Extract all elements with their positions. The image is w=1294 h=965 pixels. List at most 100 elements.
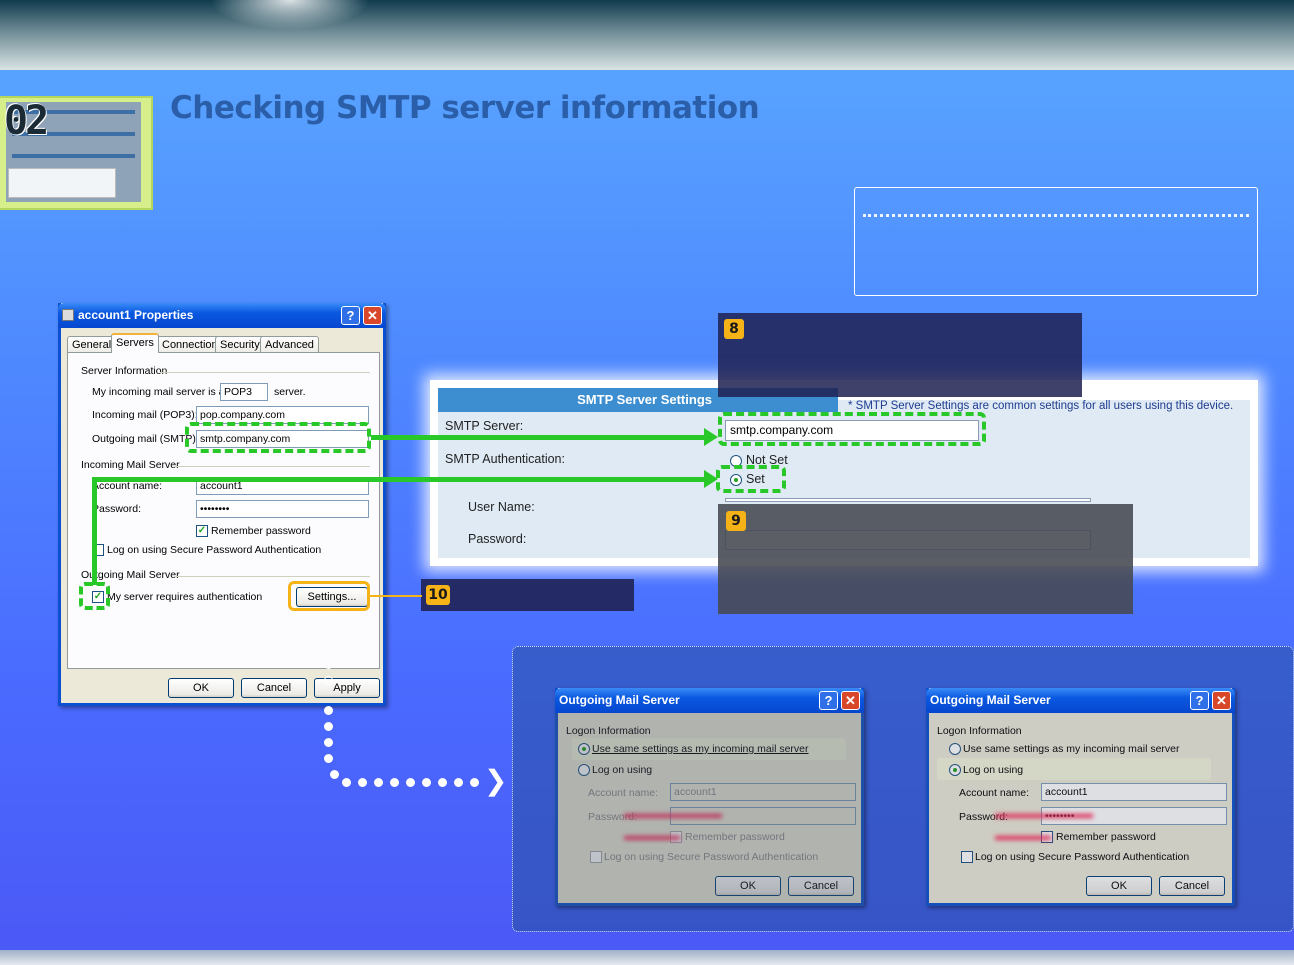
thumbnail-bar [12,132,135,136]
incoming-type-field[interactable]: POP3 [220,383,268,401]
path-dot [390,778,399,787]
remember-password-label: Remember password [1056,831,1156,843]
path-dot [324,612,333,621]
top-banner [0,0,1294,70]
spa-checkbox[interactable] [961,851,973,863]
step-number: 02 [4,98,49,144]
use-same-label: Use same settings as my incoming mail se… [963,743,1180,755]
remember-password-checkbox[interactable] [670,831,682,843]
account-name-input[interactable]: account1 [1041,783,1227,801]
path-dot [324,738,333,747]
properties-titlebar: account1 Properties ? ✕ [58,303,386,328]
callout-9 [718,504,1133,614]
outgoing-smtp-input[interactable]: smtp.company.com [196,430,369,448]
remember-password-label: Remember password [685,831,785,843]
tab-servers[interactable]: Servers [111,333,159,353]
log-on-using-label: Log on using [963,764,1024,776]
use-same-radio[interactable] [949,743,961,755]
tab-connection[interactable]: Connection [157,336,223,353]
arrow-right-icon [704,428,718,446]
path-dot [330,770,339,779]
account-name-label: Account name: [92,480,163,492]
log-on-using-label: Log on using [592,764,653,776]
not-set-label: Not Set [746,453,788,467]
group-divider [174,466,370,467]
remember-password-checkbox[interactable]: ✓ [196,525,208,537]
cancel-button[interactable]: Cancel [1159,876,1225,896]
user-name-input[interactable] [725,498,1091,502]
ok-button[interactable]: OK [168,678,234,698]
path-dot [358,778,367,787]
step-badge-8: 8 [724,319,744,339]
password-input[interactable]: •••••••• [196,500,369,518]
user-name-label: User Name: [468,500,535,514]
help-icon[interactable]: ? [819,691,838,710]
spa-checkbox[interactable] [590,851,602,863]
spa-label: Log on using Secure Password Authenticat… [107,544,322,556]
group-server-info: Server Information [81,365,168,377]
smtp-server-input[interactable]: smtp.company.com [725,420,979,441]
password-label: Password: [588,811,638,823]
tab-advanced[interactable]: Advanced [260,336,319,353]
account-name-input[interactable]: account1 [670,783,856,801]
path-dot [422,778,431,787]
log-on-using-radio[interactable] [578,764,590,776]
path-dot [342,778,351,787]
group-incoming-server: Incoming Mail Server [81,459,180,471]
password-label: Password: [959,811,1009,823]
path-dot [324,660,333,669]
help-icon[interactable]: ? [1190,691,1209,710]
connector-line [92,477,97,585]
chevron-right-icon: ❯ [484,764,508,797]
ok-button[interactable]: OK [1086,876,1152,896]
dialog-title: account1 Properties [78,308,194,322]
smtp-settings-note: * SMTP Server Settings are common settin… [848,400,1234,412]
password-input[interactable]: •••••••• [1041,807,1227,825]
account-name-label: Account name: [959,787,1030,799]
close-icon[interactable]: ✕ [363,306,382,325]
cancel-button[interactable]: Cancel [241,678,307,698]
connector-line [371,435,706,440]
remember-password-label: Remember password [211,525,311,537]
help-icon[interactable]: ? [341,306,360,325]
tab-security[interactable]: Security [215,336,265,353]
path-dot [406,778,415,787]
step-badge-9: 9 [726,511,746,531]
smtp-server-label: SMTP Server: [445,419,524,433]
use-same-label: Use same settings as my incoming mail se… [592,743,809,755]
password-input[interactable] [670,807,856,825]
log-on-using-radio[interactable] [949,764,961,776]
smtp-header-text: SMTP Server Settings [577,392,712,407]
callout-8 [718,313,1082,397]
selection-highlight [572,738,846,760]
group-divider [160,372,370,373]
ok-button[interactable]: OK [715,876,781,896]
remember-password-checkbox[interactable] [1041,831,1053,843]
close-icon[interactable]: ✕ [1212,691,1231,710]
banner-glow [210,0,370,30]
close-icon[interactable]: ✕ [841,691,860,710]
path-dot [454,778,463,787]
group-outgoing-server: Outgoing Mail Server [81,569,180,581]
step-badge-10: 10 [426,585,450,605]
outgoing-titlebar: Outgoing Mail Server ? ✕ [555,688,864,713]
settings-button[interactable]: Settings... [296,587,368,607]
tab-general[interactable]: General [67,336,117,353]
cancel-button[interactable]: Cancel [788,876,854,896]
callout-10 [421,579,634,611]
highlight-outgoing-smtp [185,422,371,453]
thumbnail-image [6,102,141,202]
set-radio[interactable] [730,474,742,486]
account-name-label: Account name: [588,787,659,799]
path-dot [324,628,333,637]
path-dot [324,644,333,653]
dotted-divider [863,214,1249,217]
group-divider [174,576,370,577]
outgoing-smtp-label: Outgoing mail (SMTP): [92,433,199,445]
use-same-radio[interactable] [578,743,590,755]
password-label: Password: [92,503,142,515]
step-thumbnail: 02 [0,96,153,210]
requires-auth-checkbox[interactable]: ✓ [92,591,104,603]
arrow-right-icon [704,470,718,488]
thumbnail-bar [12,110,135,114]
